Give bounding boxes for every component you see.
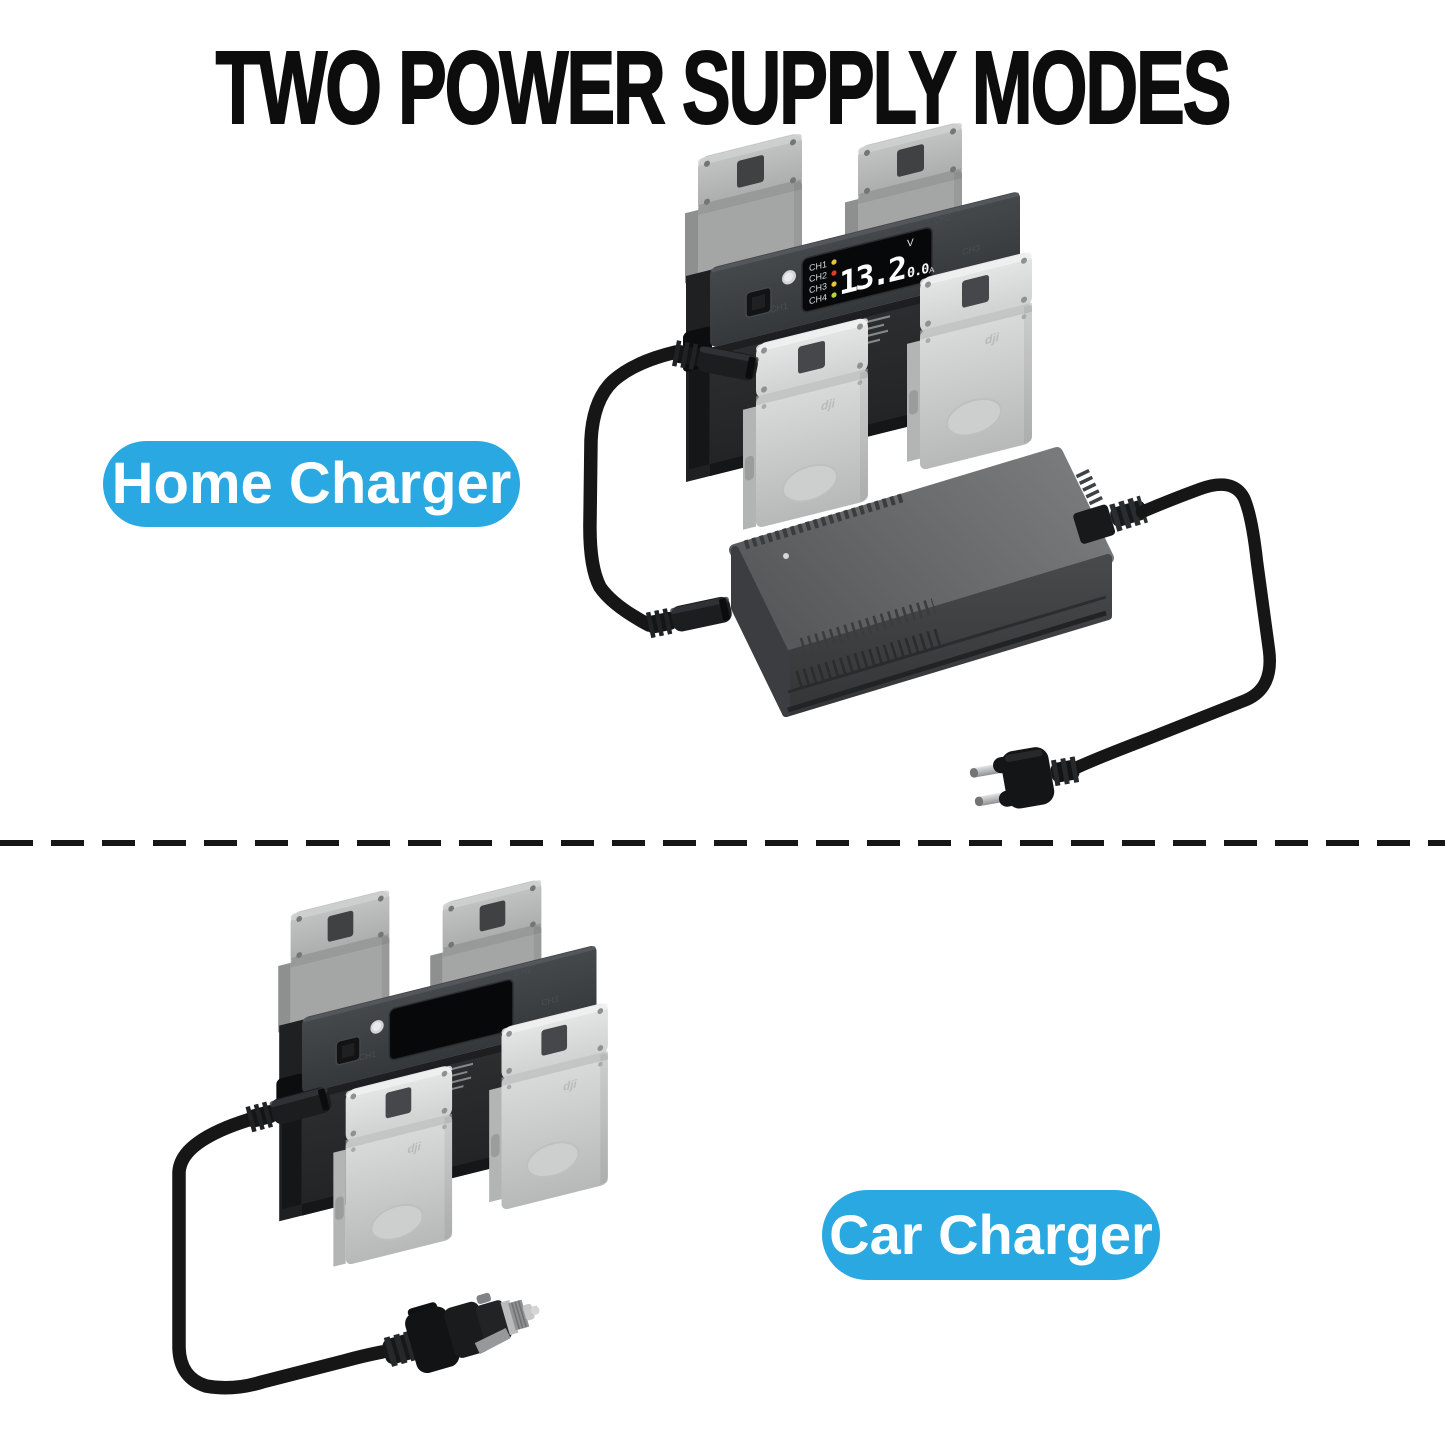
svg-text:CH1: CH1 xyxy=(809,259,827,273)
ac-inlet xyxy=(1073,495,1148,544)
dc-plug-adapter xyxy=(644,595,734,638)
page-title: TWO POWER SUPPLY MODES xyxy=(215,30,1232,145)
dc-cable xyxy=(583,345,683,632)
car-charger-illustration xyxy=(172,833,609,1395)
home-charger-label: Home Charger xyxy=(103,441,520,527)
adapter-vent-teeth xyxy=(743,492,907,550)
adapter-led xyxy=(783,553,789,559)
svg-text:CH3: CH3 xyxy=(809,281,827,295)
svg-text:0.0: 0.0 xyxy=(907,261,929,282)
eu-plug xyxy=(969,747,1082,809)
charging-hub-2 xyxy=(275,833,609,1284)
svg-text:A: A xyxy=(929,265,935,275)
car-cable xyxy=(172,1113,389,1395)
svg-text:V: V xyxy=(907,237,914,250)
ac-cable xyxy=(1071,478,1276,774)
charging-hub: CH1 CH2 CH3 CH4 13.2 V 0.0 A xyxy=(681,73,1034,548)
car-plug xyxy=(382,1292,540,1374)
dashed-divider xyxy=(0,840,1445,846)
svg-text:CH4: CH4 xyxy=(809,292,827,306)
car-charger-label: Car Charger xyxy=(822,1190,1160,1280)
svg-text:CH2: CH2 xyxy=(809,270,827,284)
home-charger-illustration: CH1 CH2 CH3 CH4 13.2 V 0.0 A xyxy=(583,73,1276,809)
ac-adapter xyxy=(729,447,1148,717)
